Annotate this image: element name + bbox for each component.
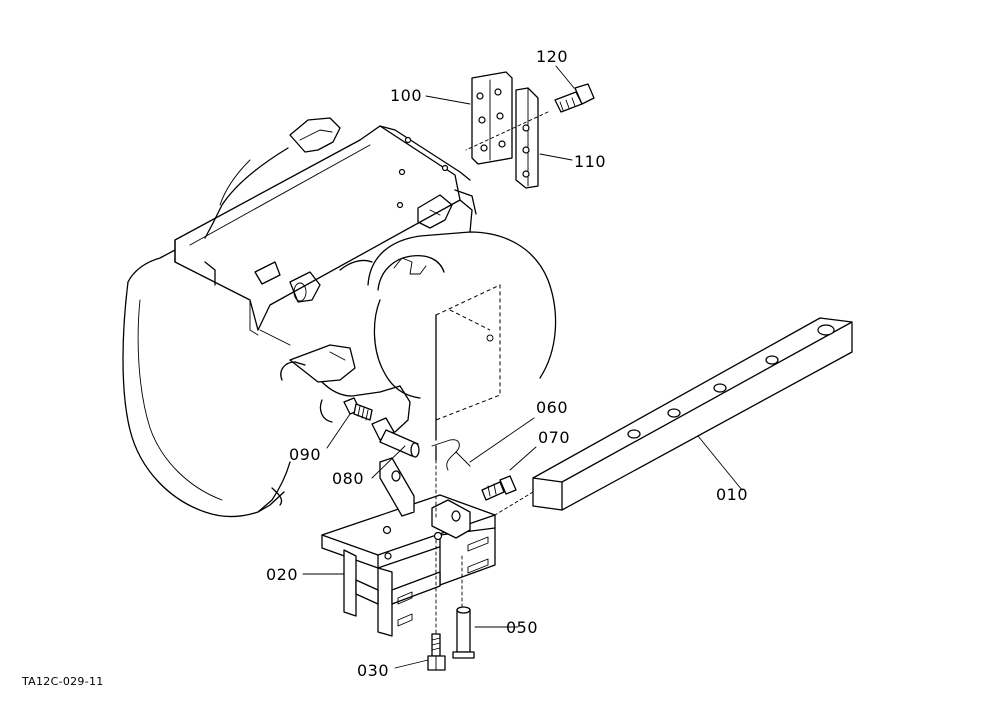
leader-lines	[302, 65, 743, 669]
part-number-120: 120	[536, 47, 568, 66]
part-number-060: 060	[536, 398, 568, 417]
part-number-070: 070	[538, 428, 570, 447]
figure-code: TA12C-029-11	[21, 675, 104, 688]
drawbar-drawing	[489, 317, 853, 519]
small-hardware-drawing	[343, 397, 517, 501]
part-number-110: 110	[574, 152, 606, 171]
part-number-010: 010	[716, 485, 748, 504]
part-number-050: 050	[506, 618, 538, 637]
part-number-090: 090	[289, 445, 321, 464]
part-number-100: 100	[390, 86, 422, 105]
part-labels: 010 020 030 050 060 070 080 090 100 110 …	[266, 47, 748, 680]
part-number-020: 020	[266, 565, 298, 584]
hitch-bracket-drawing	[321, 445, 496, 641]
part-number-030: 030	[357, 661, 389, 680]
engine-block-drawing	[122, 117, 557, 518]
part-number-080: 080	[332, 469, 364, 488]
pin-and-bolt-drawing	[427, 606, 475, 671]
bracket-assembly-drawing	[465, 71, 595, 189]
